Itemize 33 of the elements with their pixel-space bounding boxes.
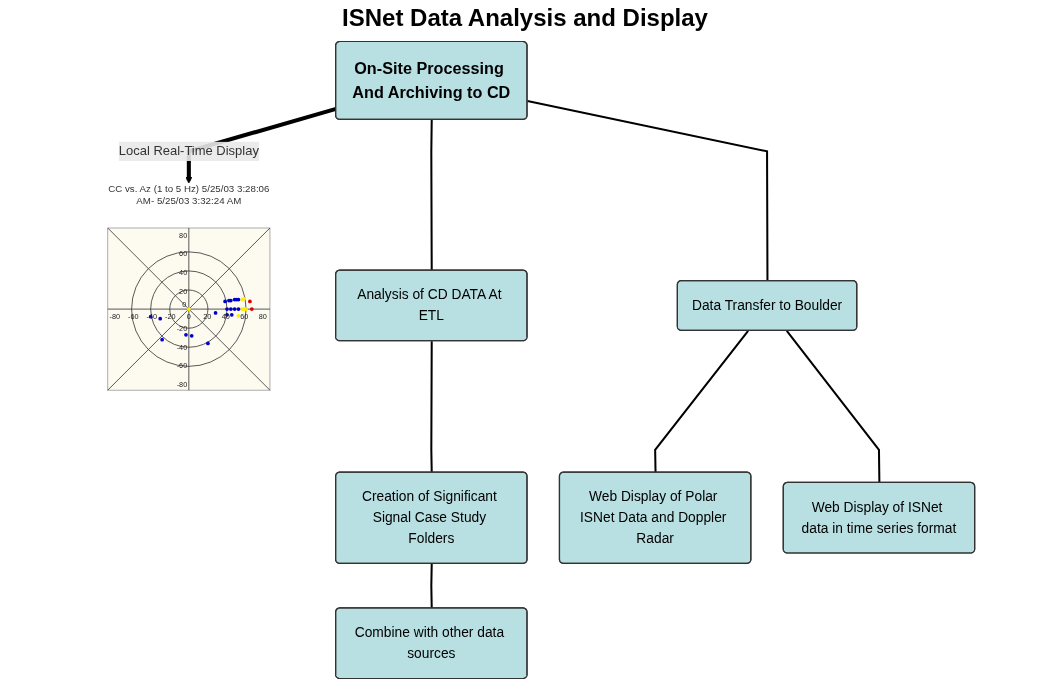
axis-tick-label: 20 [179, 286, 188, 296]
polar-plot-drawing [107, 182, 271, 391]
connector-line [430, 119, 434, 271]
axis-tick-label: 60 [240, 311, 249, 321]
axis-tick-label: 0 [187, 311, 192, 321]
process-box: Data Transfer to Boulder [677, 279, 858, 331]
axis-tick-label: 40 [179, 267, 188, 277]
process-box: Web Display of ISNet data in time series format [783, 481, 976, 554]
axis-tick-label: -20 [177, 323, 188, 333]
process-box: Creation of Significant Signal Case Study Folders [335, 471, 529, 564]
axis-tick-label: 80 [179, 230, 188, 240]
diagram-title: ISNet Data Analysis and Display [341, 4, 709, 32]
axis-tick-label: -60 [128, 311, 139, 321]
process-box: On-Site Processing And Archiving to CD [335, 40, 529, 120]
axis-tick-label: -40 [147, 311, 158, 321]
axis-tick-label: 40 [222, 311, 231, 321]
process-box: Analysis of CD DATA At ETL [335, 269, 529, 341]
axis-tick-label: -60 [177, 360, 188, 370]
axis-tick-label: -80 [177, 379, 188, 389]
connector-line [786, 329, 881, 483]
axis-tick-label: 20 [203, 311, 212, 321]
axis-tick-label: -80 [109, 311, 121, 321]
connector-line [430, 563, 434, 608]
edge-label: Local Real-Time Display [119, 141, 260, 161]
connector-line [430, 340, 434, 473]
connector-line [527, 99, 769, 281]
chart-title: CC vs. Az (1 to 5 Hz) 5/25/03 3:28:06 AM- 5/25/03 3:32:24 AM [107, 182, 271, 208]
axis-tick-label: 80 [259, 311, 268, 321]
process-box: Combine with other data sources [335, 606, 529, 679]
connector-line [654, 329, 750, 473]
axis-tick-label: -20 [165, 311, 176, 321]
axis-tick-label: 0 [182, 299, 187, 309]
process-box: Web Display of Polar ISNet Data and Doppler Radar [559, 471, 752, 564]
